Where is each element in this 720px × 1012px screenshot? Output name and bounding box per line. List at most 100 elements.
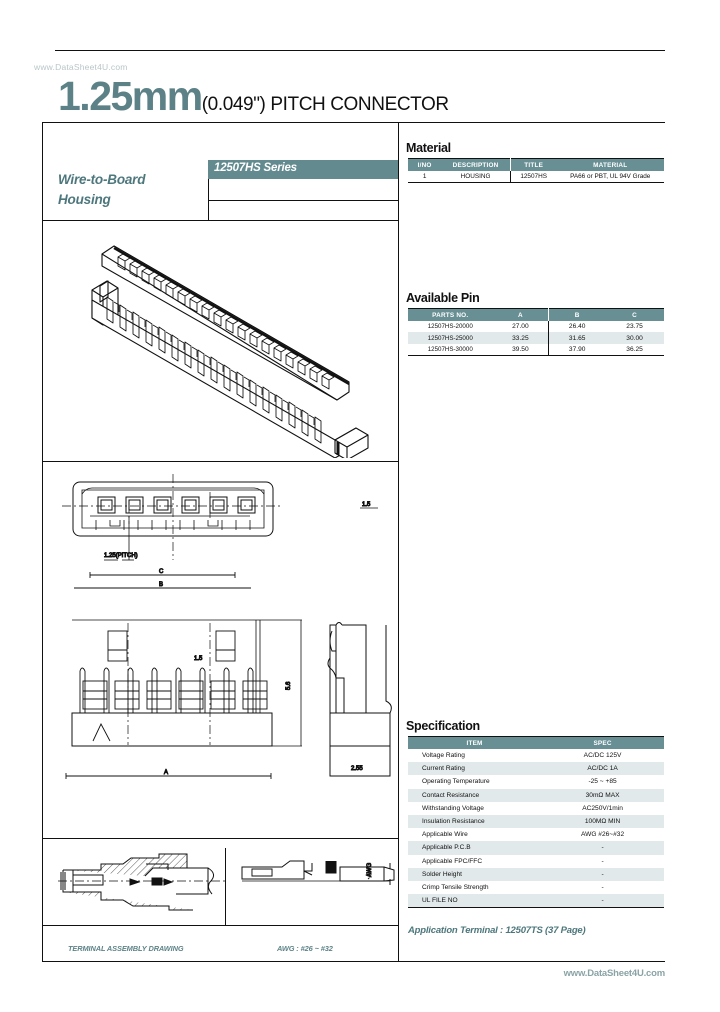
pin-b: 26.40 [548,321,606,333]
page-bottom-rule [42,961,665,962]
series-label: 12507HS Series [214,162,297,174]
spec-item: Applicable Wire [422,831,468,839]
material-cell-description: HOUSING [460,173,491,181]
table-header-row: PARTS NO. A B C [408,308,664,321]
dim-c-label: C [159,569,164,575]
spec-value: AC250V/1min [582,804,623,812]
watermark-top: www.DataSheet4U.com [34,62,128,72]
pin-a: 27.00 [512,323,529,331]
pin-b: 37.90 [548,343,606,356]
spec-value: 30mΩ MAX [541,788,664,802]
spec-value: - [541,867,664,881]
material-table: I/NO DESCRIPTION TITLE MATERIAL 1 HOUSIN… [408,158,664,183]
table-row: UL FILE NO- [408,894,664,908]
spec-value: AWG #26~#32 [580,831,625,839]
specification-table: ITEM SPEC Voltage Rating AC/DC 125V Curre… [408,736,664,908]
dim-height-label: 5.6 [286,681,292,690]
dim-side-label: 2.55 [351,766,363,772]
table-row: 12507HS-20000 27.00 26.40 23.75 [408,321,664,333]
available-pin-heading: Available Pin [406,291,480,305]
pin-parts-no: 12507HS-20000 [427,323,473,331]
table-row: 12507HS-30000 39.50 37.90 36.25 [408,343,664,356]
left-sep-4 [42,925,399,926]
left-sep-2 [42,461,399,462]
svg-text:AWG: AWG [367,863,373,877]
header-top-rule [55,50,665,51]
spec-item: UL FILE NO [408,894,542,908]
spec-item: Solder Height [408,867,542,881]
material-col-2: TITLE [509,158,557,171]
pin-col-3: C [605,308,664,321]
footer-watermark: www.DataSheet4U.com [563,968,666,979]
spec-value: - [541,894,664,908]
table-row: 1 HOUSING 12507HS PA66 or PBT, UL 94V Gr… [408,171,664,183]
series-divider [208,160,209,220]
connector-3d-drawing [62,232,394,458]
spec-item: Insulation Resistance [408,814,542,829]
product-type-label: Wire-to-Board Housing [58,170,145,209]
spec-item: Applicable FPC/FFC [422,857,483,865]
table-header-row: ITEM SPEC [408,736,664,749]
pin-b: 31.65 [548,332,606,344]
product-line-2: Housing [58,191,111,207]
series-badge: 12507HS Series [208,160,398,179]
spec-value: -25 ~ +85 [588,778,617,786]
series-underline [208,200,398,201]
table-row: Applicable FPC/FFC- [408,855,664,868]
table-row: 12507HS-25000 33.25 31.65 30.00 [408,332,664,344]
header-bottom-rule [42,122,665,123]
pin-col-0: PARTS NO. [408,308,493,321]
title-pitch-connector: (0.049") PITCH CONNECTOR [201,94,449,115]
material-col-1: DESCRIPTION [441,158,511,171]
spec-value: AC/DC 125V [583,752,622,760]
center-divider [398,122,399,962]
page-title: 1.25mm(0.049") PITCH CONNECTOR [58,76,449,117]
spec-item: Voltage Rating [422,752,465,760]
pin-parts-no: 12507HS-30000 [427,345,473,353]
dim-b-label: B [159,582,163,588]
specification-heading: Specification [406,719,480,733]
spec-col-item: ITEM [408,736,542,749]
pin-parts-no: 12507HS-25000 [408,332,493,344]
pin-col-1: A [492,308,549,321]
dim-a-label: A [164,770,168,776]
table-row: Crimp Tensile Strength - [408,881,664,894]
pin-c: 30.00 [605,332,664,344]
pitch-dim-label: 1.25(PITCH) [104,553,138,559]
table-row: Solder Height- [408,867,664,881]
table-header-row: I/NO DESCRIPTION TITLE MATERIAL [408,158,664,171]
front-side-view-drawing: 5.6 1.5 A [58,598,396,788]
spec-value: AC/DC 1A [541,762,664,776]
spec-value: - [601,883,604,891]
svg-text:1.5: 1.5 [194,656,203,662]
bottom-cell-divider [225,848,226,925]
terminal-assembly-drawing [58,848,228,920]
table-row: Applicable Wire AWG #26~#32 [408,828,664,841]
available-pin-table: PARTS NO. A B C 12507HS-20000 27.00 26.4… [408,308,664,356]
pin-c: 36.25 [626,345,643,353]
svg-text:1.5: 1.5 [362,502,371,508]
table-row: Voltage Rating AC/DC 125V [408,749,664,762]
pin-a: 39.50 [512,345,529,353]
material-col-3: MATERIAL [556,158,664,171]
table-row: Operating Temperature -25 ~ +85 [408,775,664,788]
spec-item: Operating Temperature [422,778,490,786]
spec-item: Withstanding Voltage [422,804,484,812]
application-terminal-note: Application Terminal : 12507TS (37 Page) [408,925,586,936]
spec-item: Contact Resistance [408,788,542,802]
left-frame-edge [42,122,43,962]
spec-item: Crimp Tensile Strength [422,883,489,891]
spec-value: - [541,841,664,855]
spec-item: Applicable P.C.B [408,841,542,855]
terminal-side-view-drawing: AWG [240,855,400,915]
caption-terminal-assembly: TERMINAL ASSEMBLY DRAWING [68,944,184,953]
spec-item: Current Rating [408,762,542,776]
table-row: Applicable P.C.B- [408,841,664,855]
material-heading: Material [406,141,451,155]
material-col-0: I/NO [408,158,442,171]
spec-col-spec: SPEC [541,736,664,749]
